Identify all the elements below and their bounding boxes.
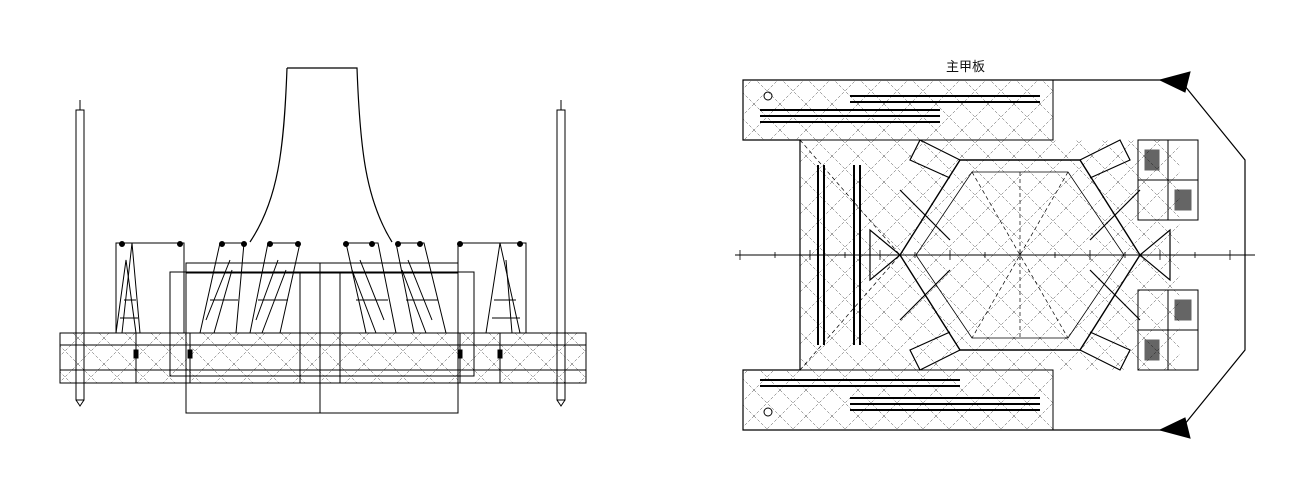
elevation-view: [59, 67, 587, 414]
winch-row-bottom: [760, 379, 1040, 411]
left-spud-leg: [75, 100, 85, 407]
lift-tower-5: [395, 242, 447, 334]
lift-tower-4: [345, 242, 397, 334]
lift-tower-1: [115, 242, 185, 334]
accommodation-lower: [1137, 289, 1199, 371]
radial-arms: [869, 139, 1171, 371]
deck-bracing: [799, 139, 1069, 371]
tower-sheaves: [119, 241, 523, 247]
deck-blocks: [133, 349, 503, 359]
bow-fender-bottom: [1158, 417, 1191, 439]
right-spud-leg: [556, 100, 566, 407]
bow-fender-top: [1158, 71, 1191, 93]
hull-elevation: [59, 332, 587, 384]
lifted-structure-outline: [249, 67, 393, 243]
lift-tower-2: [199, 242, 245, 334]
lift-tower-6: [457, 242, 527, 334]
winch-columns-left: [817, 165, 861, 345]
main-deck-plan: [735, 71, 1255, 439]
lift-tower-3: [249, 242, 301, 334]
accommodation-upper: [1137, 139, 1199, 221]
winch-row-top: [760, 95, 1040, 123]
frame-tick-marks: [739, 250, 1231, 260]
main-deck-title: 主甲板: [946, 60, 986, 75]
